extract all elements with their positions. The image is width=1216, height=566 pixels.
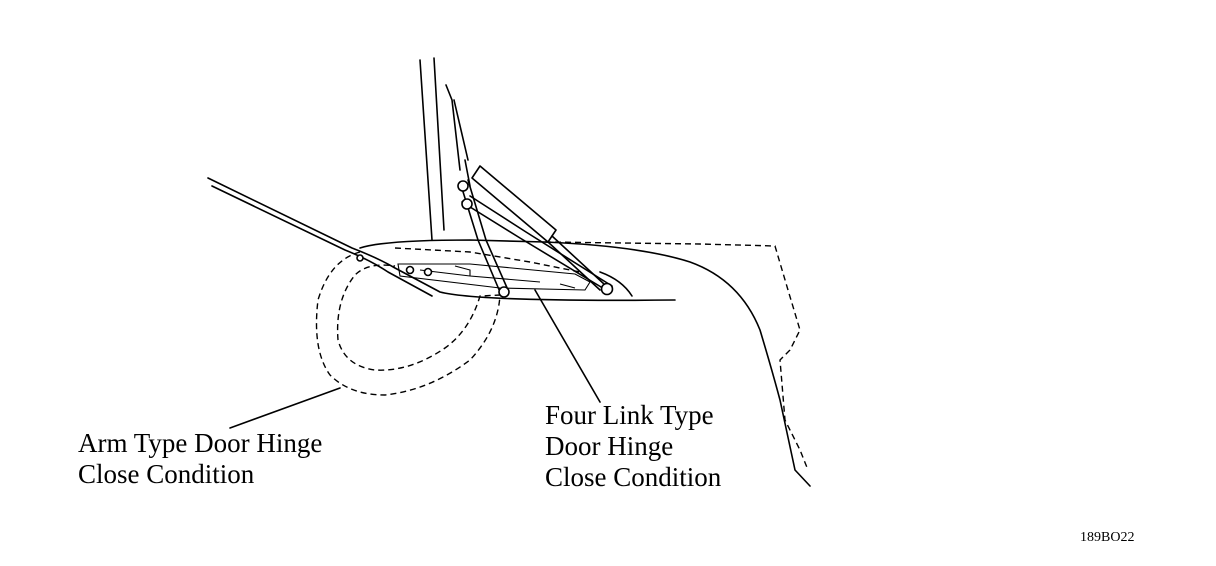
hinge-plate bbox=[397, 263, 591, 291]
four-link-label-leader bbox=[534, 289, 601, 403]
damper-strut bbox=[471, 165, 605, 291]
four-link-hinge-label: Four Link Type Door Hinge Close Conditio… bbox=[545, 400, 721, 493]
four-link-label-line-1: Four Link Type bbox=[545, 400, 714, 430]
four-link-arms bbox=[459, 159, 613, 293]
arm-type-label-line-2: Close Condition bbox=[78, 459, 255, 489]
four-link-label-line-2: Door Hinge bbox=[545, 431, 674, 461]
arm-hinge-dashed-inner bbox=[394, 247, 581, 273]
four-link-label-line-3: Close Condition bbox=[545, 462, 722, 492]
body-side-dashed-outline bbox=[544, 241, 809, 471]
door-pillar bbox=[419, 57, 469, 241]
arm-type-hinge-label: Arm Type Door Hinge Close Condition bbox=[78, 428, 322, 490]
door-panel-outline bbox=[207, 177, 811, 487]
figure-code: 189BO22 bbox=[1080, 530, 1135, 545]
hinge-pins bbox=[356, 180, 614, 298]
arm-label-leader bbox=[229, 387, 341, 429]
arm-type-label-line-1: Arm Type Door Hinge bbox=[78, 428, 323, 458]
